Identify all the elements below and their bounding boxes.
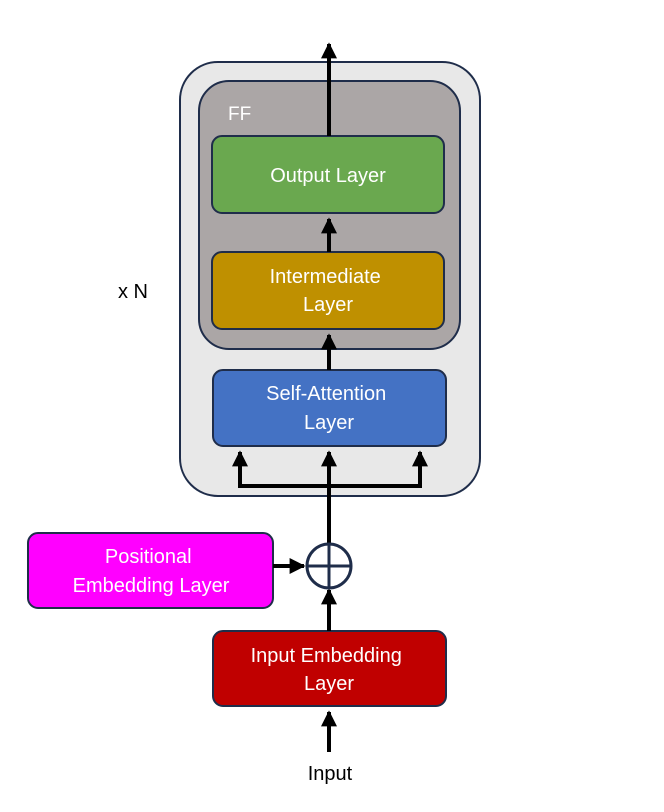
ff-label: FF <box>228 104 251 125</box>
repeat-label: x N <box>118 281 148 303</box>
input-embedding-layer-label-line2: Layer <box>304 673 354 695</box>
self-attention-layer-label-line1: Self-Attention <box>266 383 386 405</box>
svg-text:Self-Attention Layer: Self-Attention Layer <box>266 383 392 434</box>
intermediate-layer-label-line1: Intermediate <box>270 266 381 288</box>
positional-embedding-layer-label-line2: Embedding Layer <box>73 575 230 597</box>
output-layer-label: Output Layer <box>270 165 386 187</box>
add-operator <box>305 542 353 590</box>
positional-embedding-layer: Positional Embedding Layer <box>27 532 274 609</box>
intermediate-layer: Intermediate Layer <box>211 251 445 330</box>
svg-text:Intermediate Layer: Intermediate Layer <box>270 266 387 316</box>
svg-text:Positional Embedding Lay: Positional Embedding Layer <box>73 546 230 597</box>
positional-embedding-layer-label-line1: Positional <box>105 546 192 568</box>
input-embedding-layer: Input Embedding Layer <box>212 630 447 707</box>
self-attention-layer: Self-Attention Layer <box>212 369 447 447</box>
self-attention-layer-label-line2: Layer <box>304 412 354 434</box>
self-attention-layer-box <box>212 369 447 447</box>
intermediate-layer-label-line2: Layer <box>303 294 353 316</box>
svg-text:Input Embedding Layer: Input Embedding Layer <box>251 645 408 695</box>
output-layer: Output Layer <box>211 135 445 214</box>
input-label: Input <box>308 763 353 785</box>
input-embedding-layer-label-line1: Input Embedding <box>251 645 402 667</box>
intermediate-layer-box <box>211 251 445 330</box>
svg-text:Output Layer: Output Layer <box>270 165 386 187</box>
positional-embedding-layer-box <box>27 532 274 609</box>
